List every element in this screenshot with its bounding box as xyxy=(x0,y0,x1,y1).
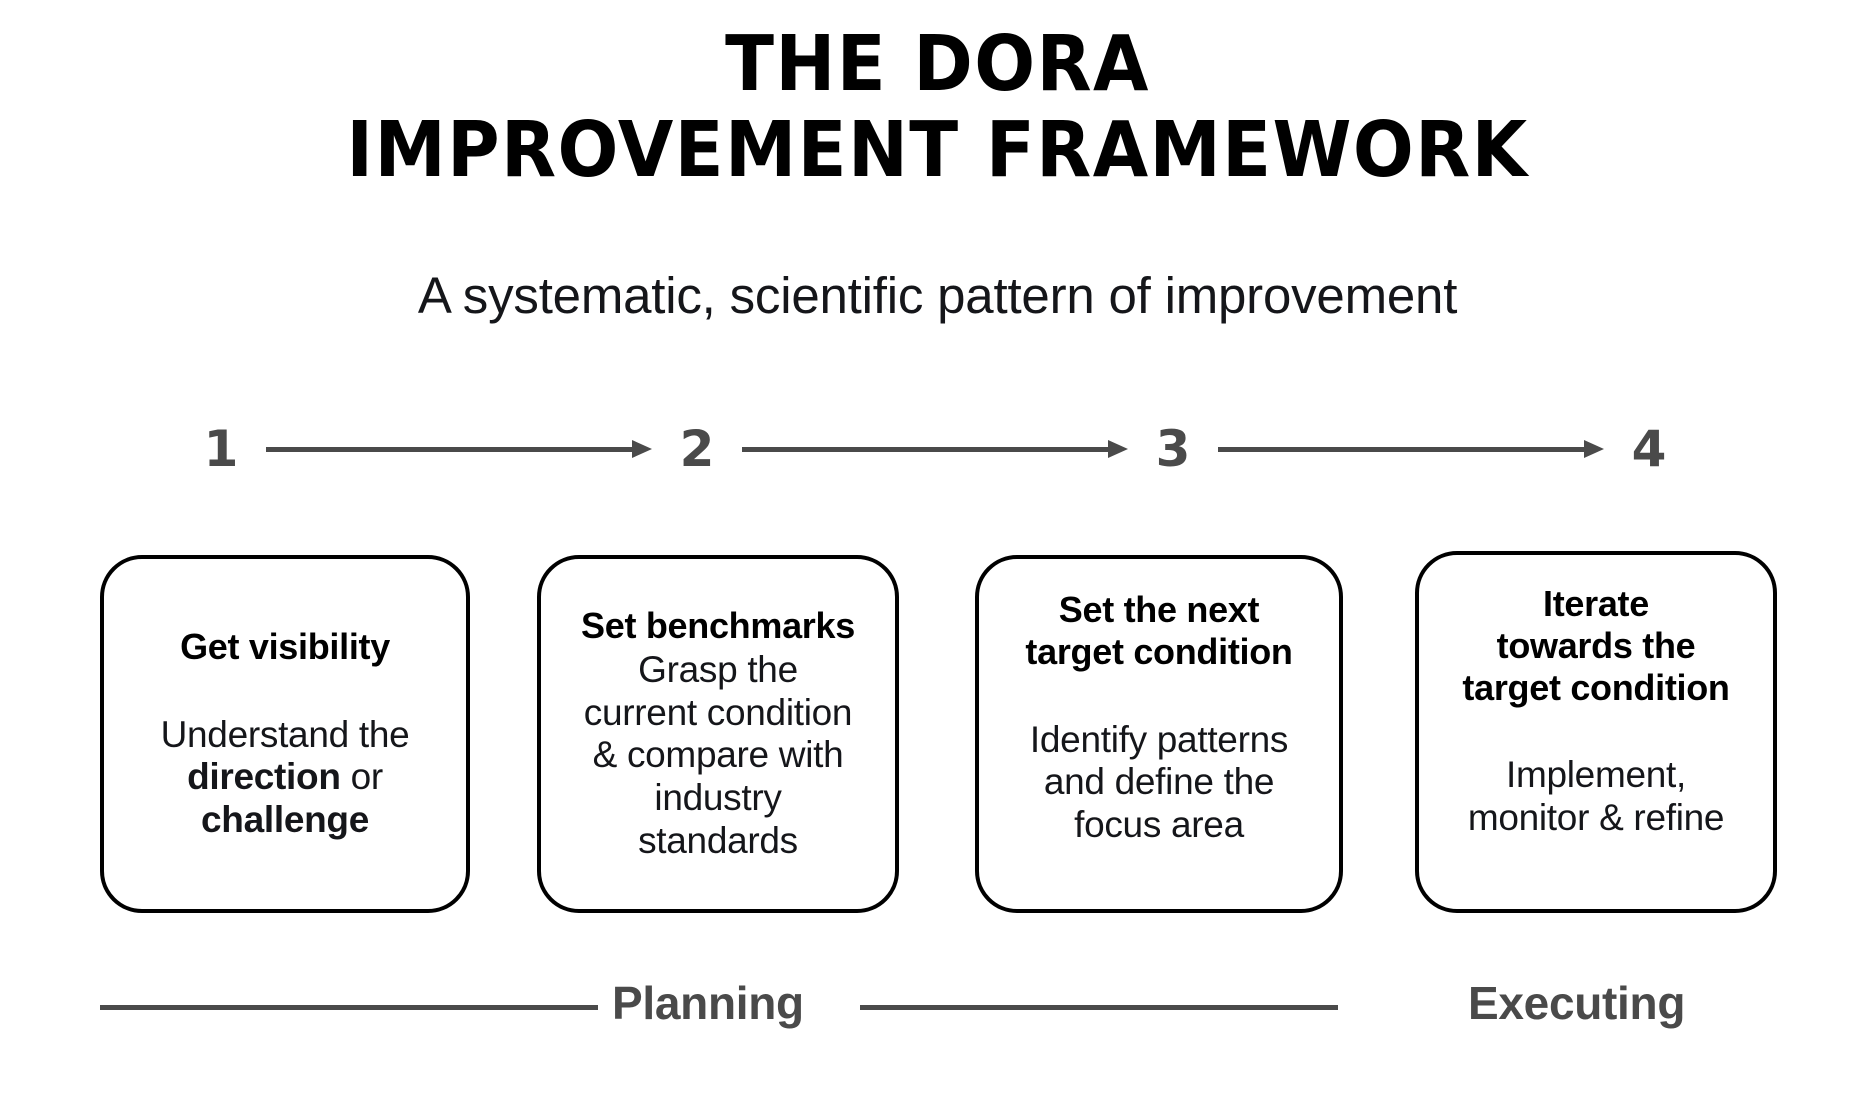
step-number-3: 3 xyxy=(1155,420,1191,478)
step-card-2-body: Grasp the current condition & compare wi… xyxy=(583,648,853,862)
step-card-3-body: Identify patterns and define the focus a… xyxy=(1029,718,1289,846)
step-card-4-body: Implement, monitor & refine xyxy=(1467,754,1725,839)
arrow-2-to-3 xyxy=(742,438,1128,460)
arrow-head-icon xyxy=(632,440,652,458)
step-card-1-body: Understand the direction or challenge xyxy=(160,713,410,841)
arrow-shaft xyxy=(1218,446,1590,452)
title-line-1: THE DORA xyxy=(725,20,1150,109)
arrow-head-icon xyxy=(1584,440,1604,458)
step-sequence: 1 2 3 4 xyxy=(200,418,1670,480)
phase-rule-left xyxy=(100,1005,598,1010)
page-title: THE DORA IMPROVEMENT FRAMEWORK xyxy=(0,20,1875,196)
step-card-4-title: Iterate towards the target condition xyxy=(1462,583,1730,708)
step-card-3-title: Set the next target condition xyxy=(1025,589,1293,672)
phase-rule-right xyxy=(860,1005,1338,1010)
page-subtitle: A systematic, scientific pattern of impr… xyxy=(417,267,1458,324)
phase-bar: Planning Executing xyxy=(0,978,1875,1038)
step-card-3[interactable]: Set the next target condition Identify p… xyxy=(975,555,1343,913)
phase-label-executing: Executing xyxy=(1468,977,1686,1029)
phase-label-planning: Planning xyxy=(612,977,804,1029)
step-card-4[interactable]: Iterate towards the target condition Imp… xyxy=(1415,551,1777,913)
step-card-1-title: Get visibility xyxy=(180,625,390,667)
arrow-3-to-4 xyxy=(1218,438,1604,460)
step-card-1[interactable]: Get visibility Understand the direction … xyxy=(100,555,470,913)
arrow-1-to-2 xyxy=(266,438,652,460)
arrow-shaft xyxy=(266,446,638,452)
step-number-4: 4 xyxy=(1631,420,1667,478)
arrow-head-icon xyxy=(1108,440,1128,458)
arrow-shaft xyxy=(742,446,1114,452)
step-number-1: 1 xyxy=(203,420,239,478)
step-number-2: 2 xyxy=(679,420,715,478)
step-card-2[interactable]: Set benchmarks Grasp the current conditi… xyxy=(537,555,899,913)
step-card-2-title: Set benchmarks xyxy=(581,604,855,646)
title-line-2: IMPROVEMENT FRAMEWORK xyxy=(346,106,1529,196)
